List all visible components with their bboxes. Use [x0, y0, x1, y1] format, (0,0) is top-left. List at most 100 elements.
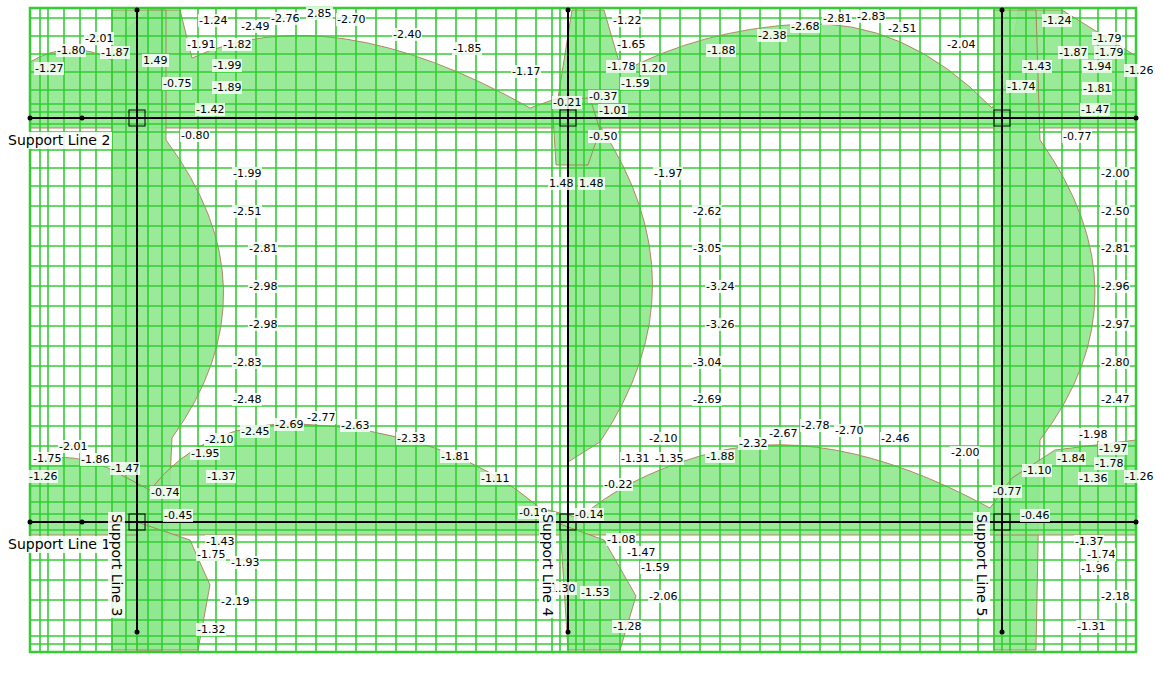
mesh-line	[30, 579, 1136, 581]
mesh-line	[30, 35, 1136, 37]
moment-value: -1.98	[1078, 428, 1108, 441]
support-line-label: Support Line 4	[539, 512, 556, 618]
moment-value: -1.89	[212, 81, 242, 94]
moment-value: -1.97	[1098, 442, 1128, 455]
moment-value: -1.79	[1094, 46, 1124, 59]
mesh-line	[30, 245, 1136, 247]
moment-value: -1.11	[480, 472, 510, 485]
support-line-label: Support Line 2	[6, 132, 112, 149]
moment-value: -2.01	[58, 440, 88, 453]
moment-value: -2.77	[306, 411, 336, 424]
moment-value: -1.42	[195, 103, 225, 116]
moment-value: -1.88	[705, 450, 735, 463]
moment-value: -2.98	[248, 318, 278, 331]
mesh-line	[30, 541, 1136, 543]
moment-value: -0.46	[1020, 509, 1050, 522]
mesh-line	[30, 619, 1136, 621]
moment-value: -2.83	[232, 356, 262, 369]
moment-value: -3.04	[692, 356, 722, 369]
moment-value: -1.85	[452, 42, 482, 55]
mesh-line	[30, 643, 1136, 645]
moment-value: -2.45	[240, 425, 270, 438]
moment-value: -2.78	[800, 419, 830, 432]
mesh-line	[30, 385, 1136, 387]
moment-value: -1.36	[1078, 472, 1108, 485]
moment-value: -1.59	[620, 77, 650, 90]
mesh-line	[30, 599, 1136, 601]
moment-value: -0.21	[552, 96, 582, 109]
moment-value: -2.70	[336, 13, 366, 26]
moment-value: -0.74	[150, 486, 180, 499]
moment-value: -1.27	[34, 62, 64, 75]
moment-value: -1.81	[1082, 82, 1112, 95]
moment-value: -0.77	[992, 485, 1022, 498]
moment-value: -1.95	[190, 447, 220, 460]
moment-value: -0.14	[574, 508, 604, 521]
moment-value: -2.04	[946, 38, 976, 51]
mesh-line	[30, 117, 1136, 119]
moment-value: -1.65	[616, 38, 646, 51]
moment-value: -2.32	[738, 437, 768, 450]
mesh-line	[30, 365, 1136, 367]
moment-value: -1.24	[1042, 14, 1072, 27]
moment-value: -1.74	[1086, 548, 1116, 561]
mesh-line	[30, 521, 1136, 523]
moment-value: -1.22	[612, 14, 642, 27]
mesh-line	[1001, 8, 1003, 652]
moment-value: -1.82	[222, 38, 252, 51]
moment-value: -1.79	[1092, 32, 1122, 45]
mesh-line	[30, 225, 1136, 227]
mesh-line	[30, 205, 1136, 207]
moment-value: -1.26	[28, 470, 58, 483]
moment-value: -2.69	[274, 418, 304, 431]
mesh-line	[30, 89, 1136, 91]
moment-value: -1.84	[1056, 452, 1086, 465]
moment-value: -2.49	[240, 20, 270, 33]
moment-value: -2.83	[856, 10, 886, 23]
moment-value: -1.75	[196, 548, 226, 561]
moment-value: -2.81	[822, 12, 852, 25]
moment-value: -1.32	[196, 623, 226, 636]
moment-value: 2.85	[306, 7, 333, 20]
moment-value: -2.10	[648, 432, 678, 445]
moment-value: -2.00	[950, 446, 980, 459]
mesh-line	[30, 345, 1136, 347]
moment-value: -2.51	[887, 22, 917, 35]
green-region	[30, 424, 1136, 535]
line-end-dots	[28, 8, 1139, 635]
moment-value: -2.40	[392, 28, 422, 41]
moment-value: -2.81	[248, 242, 278, 255]
moment-value: -1.31	[1076, 620, 1106, 633]
moment-value: -1.97	[653, 167, 683, 180]
moment-value: -1.28	[612, 620, 642, 633]
mesh-line	[30, 71, 1136, 73]
moment-value: -1.86	[80, 453, 110, 466]
moment-value: -0.75	[162, 77, 192, 90]
moment-value: -2.98	[248, 280, 278, 293]
mesh-line	[30, 465, 1136, 467]
moment-value: -1.99	[212, 59, 242, 72]
support-lines	[30, 10, 1136, 632]
mesh-line	[30, 167, 1136, 169]
moment-value: -2.47	[1100, 393, 1130, 406]
moment-value: 1.48	[578, 177, 605, 190]
moment-value: -2.46	[880, 432, 910, 445]
moment-value: -1.78	[606, 60, 636, 73]
moment-value: -2.70	[834, 424, 864, 437]
moment-value: -2.01	[84, 32, 114, 45]
support-line-label: Support Line 3	[108, 512, 125, 618]
moment-value: -1.53	[580, 586, 610, 599]
column-symbols	[129, 110, 1010, 530]
moment-value: -1.24	[198, 14, 228, 27]
support-line-label: Support Line 1	[6, 536, 112, 553]
mesh-line	[30, 149, 1136, 151]
moment-value: -1.81	[440, 450, 470, 463]
moment-value: -1.94	[1082, 60, 1112, 73]
moment-value: -1.80	[56, 44, 86, 57]
mesh-line	[30, 529, 1136, 531]
moment-value: -2.80	[1100, 356, 1130, 369]
moment-value: -1.47	[110, 462, 140, 475]
moment-value: -1.93	[230, 556, 260, 569]
moment-value: -2.38	[757, 29, 787, 42]
